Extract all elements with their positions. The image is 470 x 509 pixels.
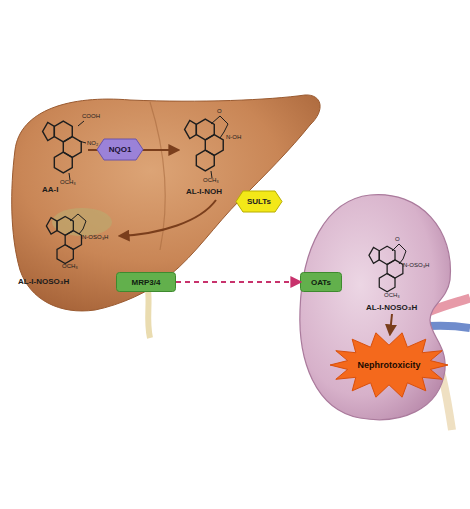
node-text: Nephrotoxicity bbox=[357, 360, 420, 370]
chem-group: N-OH bbox=[226, 134, 241, 140]
chem-group: O bbox=[395, 236, 400, 242]
transport-arrow bbox=[176, 281, 300, 283]
toxicity-burst: Nephrotoxicity bbox=[330, 332, 448, 398]
chem-group: OCH₃ bbox=[62, 263, 78, 269]
compound-name: AL-I-NOSO₃H bbox=[366, 304, 417, 312]
compound-name: AL-I-NOSO₃H bbox=[18, 278, 69, 286]
compound-name: AL-I-NOH bbox=[186, 188, 222, 196]
chem-group: NO₂ bbox=[87, 140, 98, 146]
chem-group: N-OSO₃H bbox=[82, 234, 108, 240]
chem-group: O bbox=[217, 108, 222, 114]
chem-group: COOH bbox=[82, 113, 100, 119]
enzyme-hexagon: NQO1 bbox=[97, 139, 143, 160]
chem-group: OCH₃ bbox=[60, 179, 76, 185]
chem-group: OCH₃ bbox=[203, 177, 219, 183]
node-text: NQO1 bbox=[109, 145, 132, 154]
transporter-box: MRP3/4 bbox=[116, 272, 176, 292]
node-text: OATs bbox=[311, 278, 331, 287]
chem-group: N-OSO₃H bbox=[403, 262, 429, 268]
transporter-box: OATs bbox=[300, 272, 342, 292]
compound-name: AA-I bbox=[42, 186, 58, 194]
node-text: MRP3/4 bbox=[132, 278, 161, 287]
node-text: SULTs bbox=[247, 197, 271, 206]
enzyme-hexagon: SULTs bbox=[236, 191, 282, 212]
chem-group: OCH₃ bbox=[384, 292, 400, 298]
